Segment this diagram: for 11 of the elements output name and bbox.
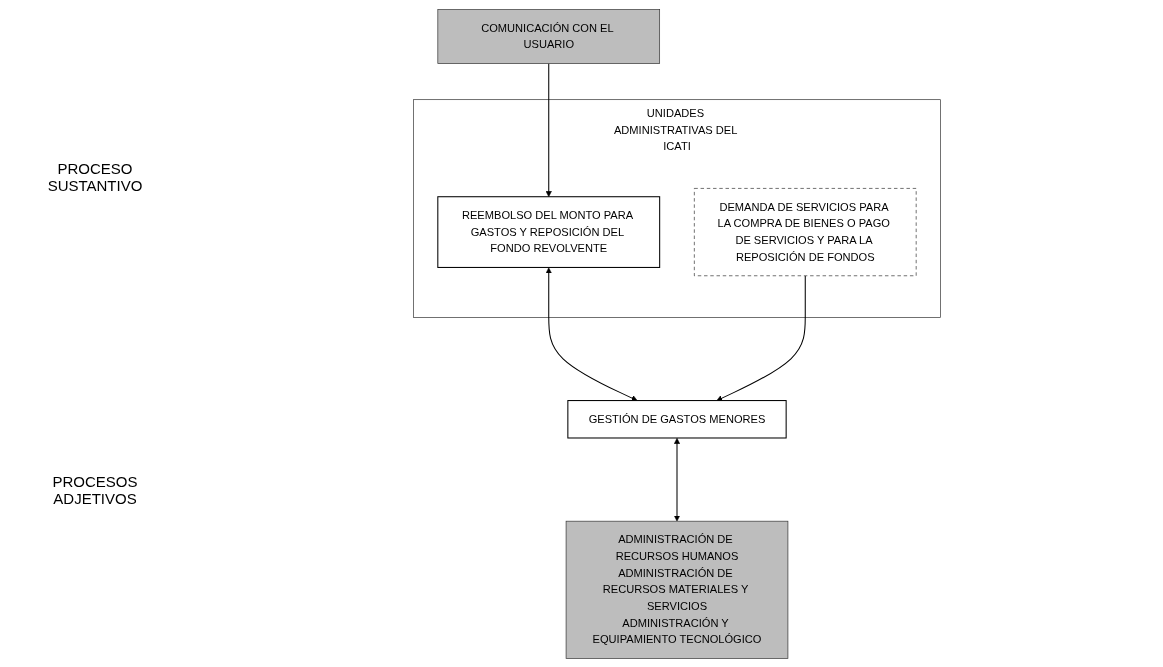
side-label: PROCESOS ADJETIVOS bbox=[51, 473, 139, 508]
arrow bbox=[545, 266, 637, 401]
side-label: PROCESO SUSTANTIVO bbox=[46, 159, 144, 194]
arrow bbox=[545, 62, 552, 197]
node-box: DEMANDA DE SERVICIOS PARA LA COMPRA DE BIENES O PAGO DE SERVICIOS Y PARA LA REPOSICIÓN DE FONDOS bbox=[693, 187, 917, 276]
node-box: GESTIÓN DE GASTOS MENORES bbox=[566, 399, 787, 438]
arrow bbox=[716, 274, 806, 401]
arrow bbox=[673, 437, 680, 521]
node-box: ADMINISTRACIÓN DE RECURSOS HUMANOS ADMINISTRACIÓN DE RECURSOS MATERIALES Y SERVICIOS ADMINISTRACIÓN Y EQUIPAMIENTO TECNOLÓGICO bbox=[565, 520, 788, 659]
node-box: COMUNICACIÓN CON EL USUARIO bbox=[436, 8, 660, 64]
node-box: REEMBOLSO DEL MONTO PARA GASTOS Y REPOSICIÓN DEL FONDO REVOLVENTE bbox=[436, 195, 660, 268]
